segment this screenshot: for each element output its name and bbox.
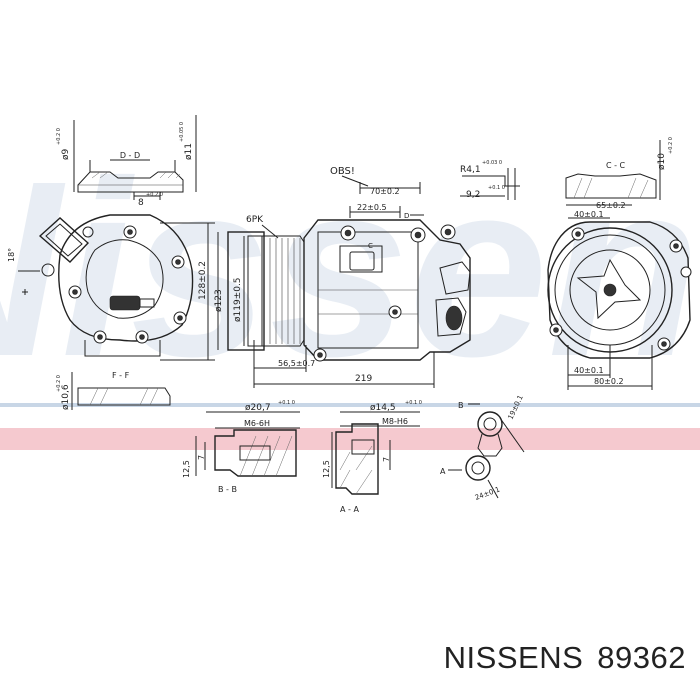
dim-40-top: 40±0.1 xyxy=(574,210,604,219)
detail-r4: R4,1 +0.03 0 9,2 +0.1 0 xyxy=(460,160,520,200)
label-d-d: D - D xyxy=(120,151,140,160)
dim-70: 70±0.2 xyxy=(370,187,400,196)
dim-r4-tol: +0.03 0 xyxy=(482,160,502,166)
part-caption: NISSENS 89362 xyxy=(430,640,686,676)
label-6pk: 6PK xyxy=(246,215,264,225)
dim-d10: ø10 xyxy=(657,153,667,170)
dim-m8: M8-H6 xyxy=(382,417,408,426)
front-clutch-view: 40±0.1 80±0.2 xyxy=(547,221,692,390)
dim-d14-5-tol: +0.1 0 xyxy=(405,400,422,406)
dim-22: 22±0.5 xyxy=(357,203,387,212)
dim-d11-tol: +0.05 0 xyxy=(179,122,185,142)
dim-7-left: 7 xyxy=(197,455,206,460)
section-c-c: C - C ø10 +0.2 0 65±0.2 40±0.1 xyxy=(565,137,674,219)
section-d-d: D - D 8 +0.2 0 ø9 +0.2 0 ø11 +0.05 0 xyxy=(56,115,197,208)
dim-m6: M6-6H xyxy=(244,419,270,428)
dim-40-bot: 40±0.1 xyxy=(574,366,604,375)
dim-12-5-left: 12,5 xyxy=(182,460,191,478)
section-b-b: ø20,7 +0.1 0 M6-6H 12,5 7 B - B xyxy=(182,400,300,494)
dim-d14-5: ø14,5 xyxy=(370,403,396,413)
label-a-a: A - A xyxy=(340,505,359,514)
dim-80: 80±0.2 xyxy=(594,377,624,386)
part-number: 89362 xyxy=(597,640,686,675)
dim-d10-6: ø10,6 xyxy=(61,384,71,410)
dim-56-5: 56,5±0.7 xyxy=(278,359,315,368)
dim-9-2-tol: +0.1 0 xyxy=(488,185,505,191)
dim-24: 24±0.1 xyxy=(474,486,501,502)
label-obs: OBS! xyxy=(330,166,355,177)
arrow-a: A xyxy=(440,467,446,476)
arrow-b: B xyxy=(458,401,464,410)
dim-d11: ø11 xyxy=(184,143,194,160)
dim-219: 219 xyxy=(355,374,372,384)
dim-d9: ø9 xyxy=(61,148,71,160)
dim-12-5-right: 12,5 xyxy=(322,460,331,478)
dim-d9-tol: +0.2 0 xyxy=(56,128,62,145)
dim-d20-7: ø20,7 xyxy=(245,403,271,413)
dim-8: 8 xyxy=(138,198,144,208)
dim-d20-7-tol: +0.1 0 xyxy=(278,400,295,406)
compressor-body-side: OBS! 70±0.2 22±0.5 C D xyxy=(253,166,471,388)
watermark-band xyxy=(0,428,700,450)
dim-d10-tol: +0.2 0 xyxy=(668,137,674,154)
arrow-d: D xyxy=(404,212,409,220)
dim-9-2: 9,2 xyxy=(466,190,480,200)
label-c-c: C - C xyxy=(606,161,626,170)
label-b-b: B - B xyxy=(218,485,237,494)
dim-7-right: 7 xyxy=(382,457,391,462)
section-a-a: ø14,5 +0.1 0 M8-H6 12,5 7 A - A xyxy=(322,400,422,514)
label-f-f: F - F xyxy=(112,371,130,380)
dim-d10-6-tol: +0.2 0 xyxy=(56,375,62,392)
dim-r4: R4,1 xyxy=(460,165,481,175)
dim-18: 18° xyxy=(7,248,16,262)
dim-65: 65±0.2 xyxy=(596,201,626,210)
watermark: Nissens xyxy=(0,129,700,450)
dim-8-tol: +0.2 0 xyxy=(146,192,163,198)
left-end-view: 18° 128±0.2 xyxy=(7,214,215,361)
dim-128: 128±0.2 xyxy=(198,261,208,300)
dim-d119: ø119±0.5 xyxy=(233,277,243,322)
brand-name: NISSENS xyxy=(443,640,584,675)
dim-d123: ø123 xyxy=(214,289,224,312)
arrow-c: C xyxy=(368,242,373,250)
section-f-f: F - F ø10,6 +0.2 0 xyxy=(56,371,171,410)
